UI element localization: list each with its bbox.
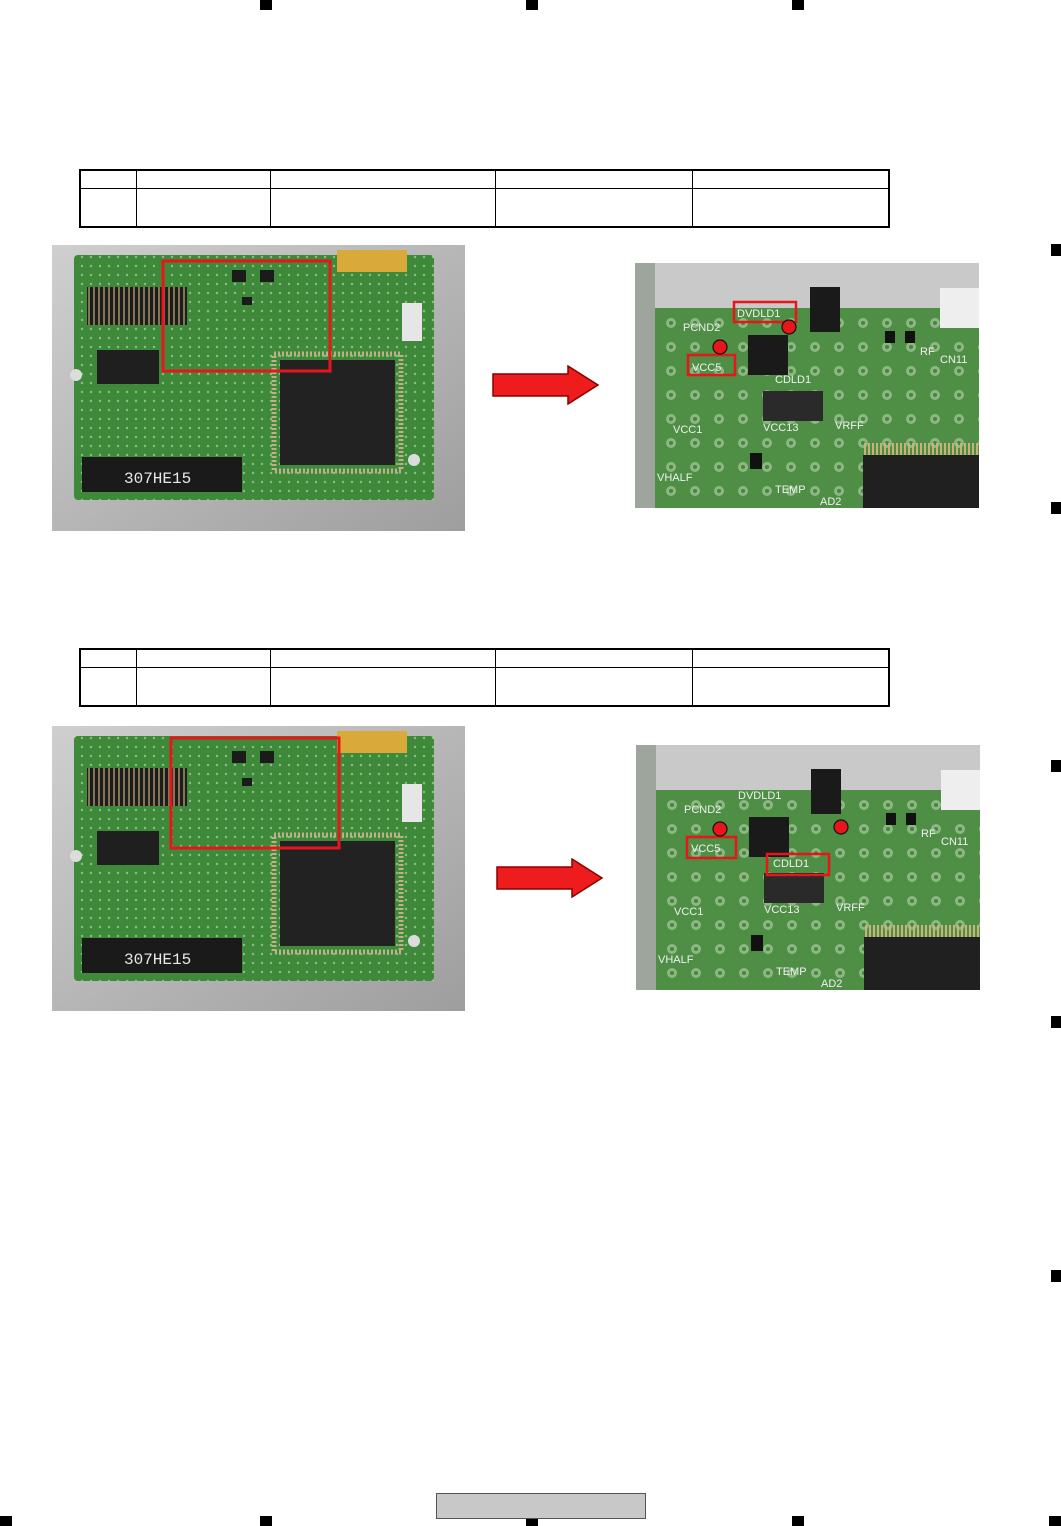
registration-mark-left-bottom: [0, 1516, 12, 1526]
test-point-marker: [833, 819, 849, 835]
table-cell: [136, 667, 271, 707]
pcb-label: PCND2: [684, 804, 721, 816]
spec-table-1: [79, 169, 890, 228]
registration-mark-side-2: [1051, 502, 1061, 514]
table-cell: [270, 188, 496, 228]
pcb-label: AD2: [821, 978, 842, 990]
table-cell: [692, 667, 890, 707]
pcb-label: PCND2: [683, 322, 720, 334]
spec-table-2: [79, 648, 890, 707]
arrow-right-icon: [496, 858, 604, 898]
registration-mark-bottom-3: [792, 1516, 804, 1526]
pcb-overview-photo-2: 307HE15: [52, 726, 465, 1011]
registration-mark-right-bottom: [1049, 1516, 1061, 1526]
table-cell: [79, 169, 137, 189]
pcb-label: VCC13: [764, 904, 799, 916]
test-point-marker: [781, 319, 797, 335]
pcb-label: VRFF: [836, 902, 865, 914]
table-cell: [692, 169, 890, 189]
table-row: [79, 667, 890, 707]
pcb-label: RF: [921, 828, 936, 840]
registration-mark-top-3: [792, 0, 804, 10]
table-header-row: [79, 648, 890, 668]
table-cell: [692, 648, 890, 668]
board-marking-2: 307HE15: [124, 951, 191, 969]
pcb-label: DVDLD1: [738, 790, 781, 802]
pcb-overview-photo-1: 307HE15: [52, 245, 465, 531]
pcb-label: AD2: [820, 496, 841, 508]
registration-mark-top-2: [526, 0, 538, 10]
table-cell: [270, 667, 496, 707]
pcb-label: DVDLD1: [737, 308, 780, 320]
table-cell: [495, 188, 693, 228]
pcb-label: CDLD1: [775, 374, 811, 386]
arrow-right-icon: [492, 365, 600, 405]
table-cell: [495, 648, 693, 668]
registration-mark-side-5: [1051, 1270, 1061, 1282]
test-point-marker: [712, 821, 728, 837]
table-cell: [270, 648, 496, 668]
pcb-label: VCC5: [692, 362, 721, 374]
highlight-box: [169, 736, 341, 850]
pcb-zoom-photo-1: PCND2 DVDLD1 VCC5 CDLD1 RF CN11 VCC1 VCC…: [635, 263, 979, 508]
table-cell: [136, 169, 271, 189]
pcb-label: CN11: [941, 836, 968, 848]
pcb-label: CN11: [940, 354, 967, 366]
table-cell: [79, 648, 137, 668]
pcb-label: VCC5: [691, 843, 720, 855]
pcb-zoom-photo-2: PCND2 DVDLD1 VCC5 CDLD1 RF CN11 VCC1 VCC…: [636, 745, 980, 990]
table-cell: [79, 188, 137, 228]
registration-mark-side-4: [1051, 1016, 1061, 1028]
table-cell: [136, 648, 271, 668]
board-marking-1: 307HE15: [124, 470, 191, 488]
pcb-label: TEMP: [775, 484, 806, 496]
test-point-marker: [712, 339, 728, 355]
pcb-label: TEMP: [776, 966, 807, 978]
registration-mark-bottom-2: [526, 1516, 538, 1526]
registration-mark-side-1: [1051, 244, 1061, 256]
pcb-label: VRFF: [835, 420, 864, 432]
pcb-label: RF: [920, 346, 935, 358]
highlight-box: [732, 300, 798, 324]
table-cell: [495, 667, 693, 707]
highlight-box: [765, 852, 831, 877]
highlight-box: [685, 835, 738, 860]
table-cell: [692, 188, 890, 228]
pcb-label: VCC13: [763, 422, 798, 434]
highlight-box: [686, 353, 737, 377]
pcb-label: VCC1: [674, 906, 703, 918]
table-cell: [136, 188, 271, 228]
pcb-label: CDLD1: [773, 858, 809, 870]
table-cell: [495, 169, 693, 189]
table-row: [79, 188, 890, 228]
table-cell: [79, 667, 137, 707]
table-header-row: [79, 169, 890, 189]
table-cell: [270, 169, 496, 189]
highlight-box: [161, 259, 332, 373]
page-number-box: [436, 1493, 646, 1519]
registration-mark-side-3: [1051, 760, 1061, 772]
registration-mark-bottom-1: [260, 1516, 272, 1526]
registration-mark-top-1: [260, 0, 272, 10]
pcb-label: VHALF: [658, 954, 694, 966]
pcb-label: VCC1: [673, 424, 702, 436]
pcb-label: VHALF: [657, 472, 693, 484]
